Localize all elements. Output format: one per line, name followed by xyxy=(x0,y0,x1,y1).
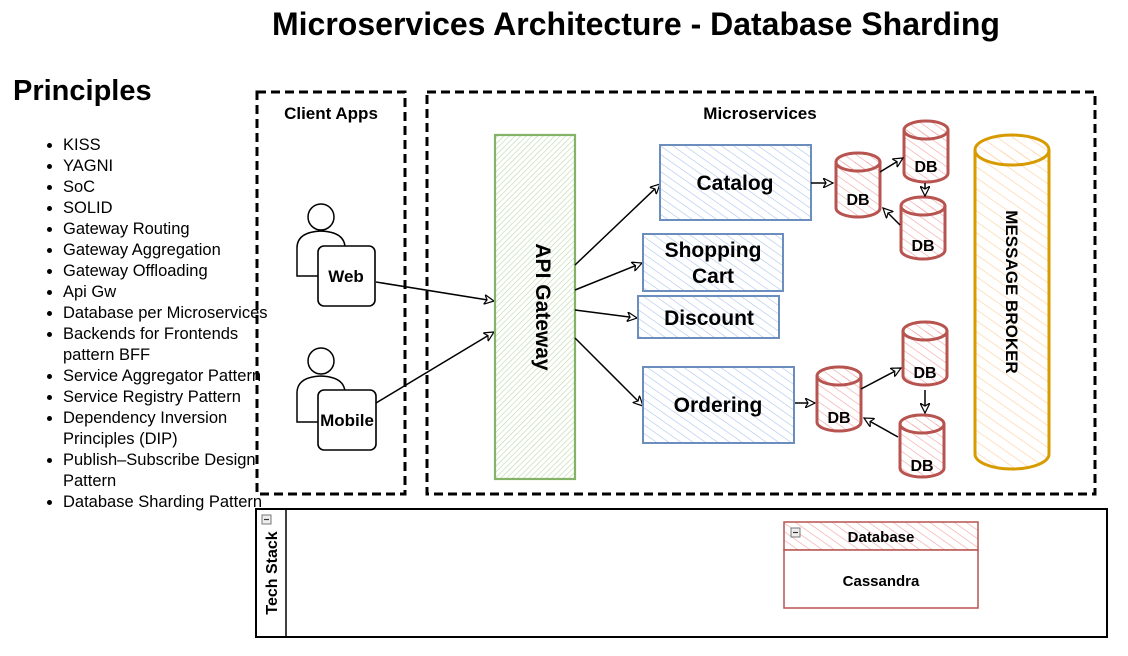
message-broker-label: MESSAGE BROKER xyxy=(1002,210,1021,373)
microservices-label: Microservices xyxy=(703,104,816,123)
db-label: DB xyxy=(910,458,933,475)
microservices-container: Microservices xyxy=(425,90,1097,496)
principle-item: Database per Microservices xyxy=(63,303,268,324)
api-gateway-label: API Gateway xyxy=(531,243,554,371)
principle-item: YAGNI xyxy=(63,156,268,177)
principle-item: Service Registry Pattern xyxy=(63,387,268,408)
principle-item: Database Sharding Pattern xyxy=(63,492,268,513)
arrow-db-shard xyxy=(860,367,901,390)
service-shopping-cart-label-line2: Cart xyxy=(692,265,734,288)
service-catalog[interactable]: Catalog xyxy=(659,144,812,221)
database-group-value: Cassandra xyxy=(843,573,920,590)
principles-heading: Principles xyxy=(13,75,152,107)
db-label: DB xyxy=(914,159,937,176)
db-cylinder[interactable]: DB xyxy=(834,151,882,219)
api-gateway[interactable]: API Gateway xyxy=(493,133,577,481)
principles-list: KISS YAGNI SoC SOLID Gateway Routing Gat… xyxy=(45,135,268,513)
service-discount-label: Discount xyxy=(664,307,754,330)
db-cylinder[interactable]: DB xyxy=(902,119,950,184)
client-apps-container: Client Apps xyxy=(255,90,407,496)
client-mobile-label: Mobile xyxy=(320,411,374,430)
arrow-gateway-to-ordering xyxy=(574,337,643,406)
principle-item: KISS xyxy=(63,135,268,156)
principle-item: Service Aggregator Pattern xyxy=(63,366,268,387)
service-ordering[interactable]: Ordering xyxy=(642,366,795,444)
service-shopping-cart-label-line1: Shopping xyxy=(665,239,762,262)
principle-item: SoC xyxy=(63,177,268,198)
service-shopping-cart[interactable]: Shopping Cart xyxy=(642,233,784,292)
minus-box-icon[interactable] xyxy=(790,527,801,538)
client-mobile[interactable]: Mobile xyxy=(296,347,377,451)
principle-item: Gateway Routing xyxy=(63,219,268,240)
service-catalog-label: Catalog xyxy=(696,172,773,195)
client-web-label: Web xyxy=(328,267,364,286)
service-discount[interactable]: Discount xyxy=(637,295,780,339)
diagram-title: Microservices Architecture - Database Sh… xyxy=(272,6,1000,42)
principle-item: Backends for Frontends pattern BFF xyxy=(63,324,268,366)
principle-item: Publish–Subscribe Design Pattern xyxy=(63,450,268,492)
arrow-gateway-to-catalog xyxy=(574,184,660,266)
db-label: DB xyxy=(911,238,934,255)
tech-stack-container: Tech Stack xyxy=(255,508,1108,638)
arrow-db-shard xyxy=(864,417,899,438)
db-label: DB xyxy=(827,410,850,427)
db-cylinder[interactable]: DB xyxy=(815,365,863,433)
service-ordering-label: Ordering xyxy=(674,394,763,417)
db-label: DB xyxy=(846,192,869,209)
client-apps-label: Client Apps xyxy=(284,104,378,123)
principle-item: Api Gw xyxy=(63,282,268,303)
arrow-web-to-gateway xyxy=(375,281,494,301)
arrow-db-shard xyxy=(883,208,901,226)
arrow-mobile-to-gateway xyxy=(375,332,494,404)
principle-item: Gateway Aggregation xyxy=(63,240,268,261)
principle-item: Gateway Offloading xyxy=(63,261,268,282)
db-cylinder[interactable]: DB xyxy=(899,195,947,261)
client-web[interactable]: Web xyxy=(296,203,376,307)
db-label: DB xyxy=(913,365,936,382)
principle-item: Dependency Inversion Principles (DIP) xyxy=(63,408,268,450)
catalog-db-shards: DB DB DB xyxy=(811,119,950,261)
arrow-gateway-to-shopping-cart xyxy=(574,263,642,291)
minus-box-icon[interactable] xyxy=(261,514,272,525)
db-cylinder[interactable]: DB xyxy=(898,413,946,479)
principle-item: SOLID xyxy=(63,198,268,219)
arrow-gateway-to-discount xyxy=(574,309,637,318)
ordering-db-shards: DB DB DB xyxy=(795,320,949,479)
database-group-header: Database xyxy=(848,529,915,546)
arrow-db-shard xyxy=(879,158,903,173)
tech-stack-database-group: Database Cassandra xyxy=(783,521,979,609)
message-broker[interactable]: MESSAGE BROKER xyxy=(973,133,1051,471)
tech-stack-label: Tech Stack xyxy=(264,531,281,614)
db-cylinder[interactable]: DB xyxy=(901,320,949,387)
